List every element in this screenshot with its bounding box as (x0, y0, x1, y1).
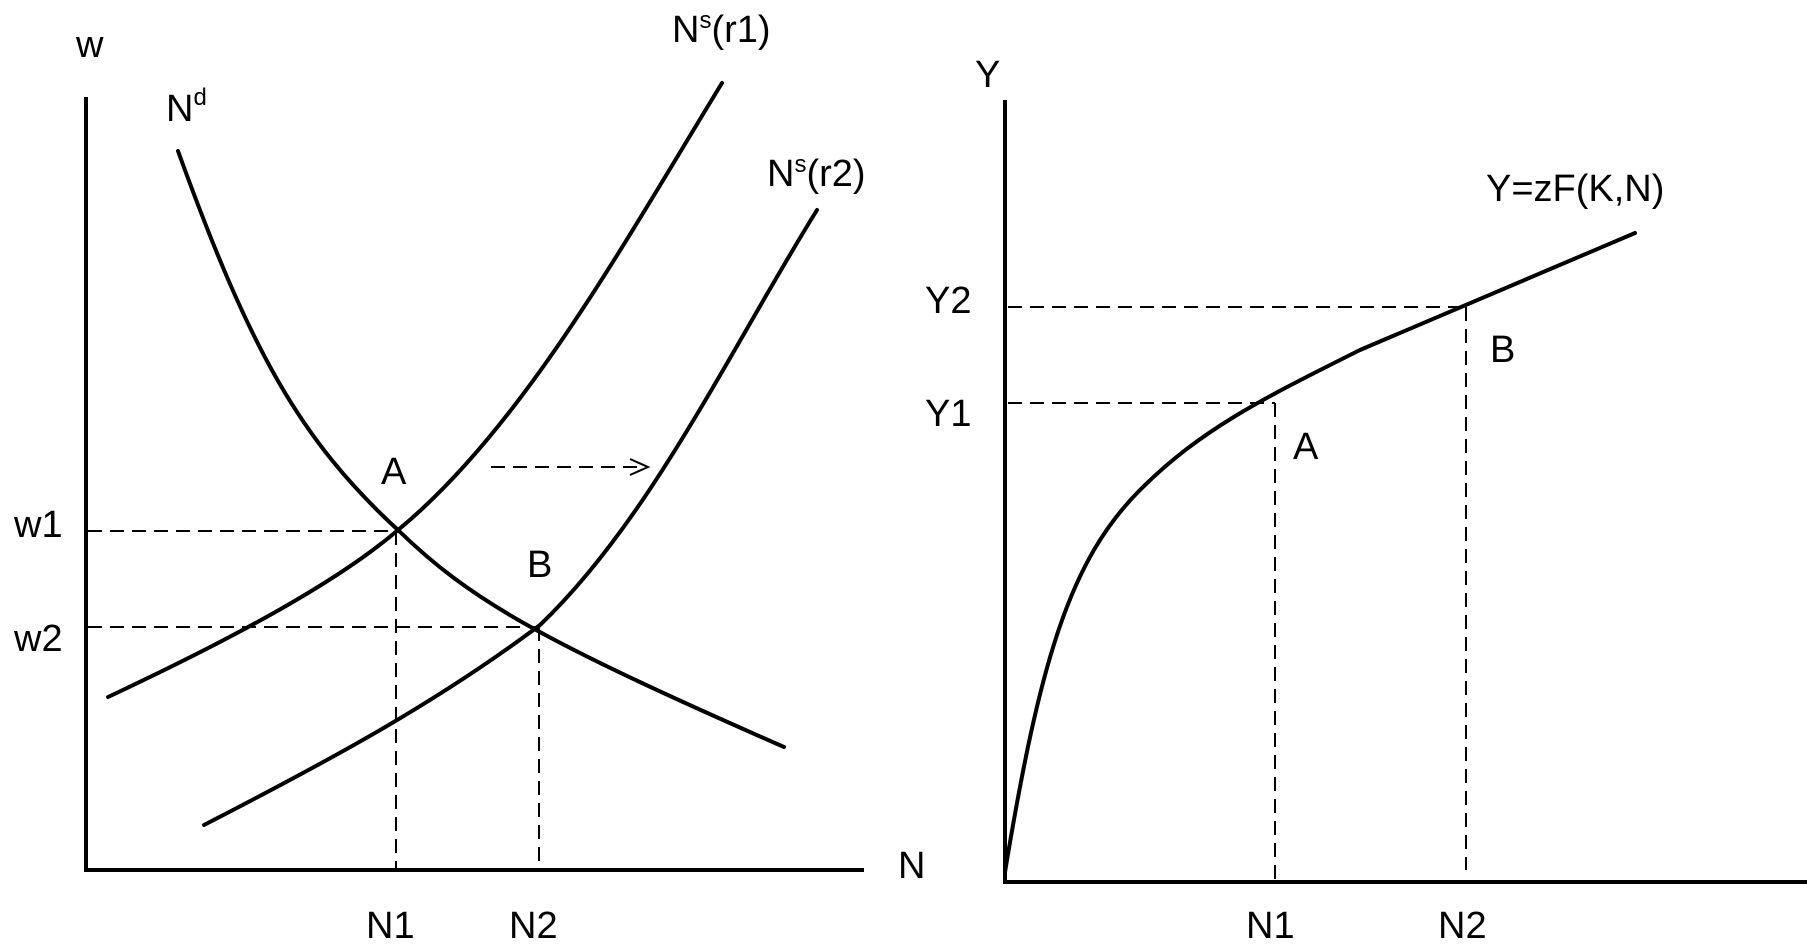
labor-supply-r2-label-superscript: s (794, 151, 806, 178)
w2-label: w2 (13, 618, 63, 660)
y1-label: Y1 (925, 393, 971, 435)
labor-supply-r1-label: Ns(r1) (672, 7, 771, 51)
labor-supply-r2-label: Ns(r2) (767, 151, 866, 195)
production-function-curve (1003, 231, 1637, 874)
left-n2-label: N2 (509, 905, 558, 944)
left-x-axis-label: N (898, 845, 925, 887)
labor-supply-r2-label-base: N (767, 153, 794, 195)
labor-demand-label: Nd (166, 84, 207, 130)
labor-supply-r2-label-suffix: (r2) (806, 153, 865, 195)
y2-label: Y2 (925, 280, 971, 322)
right-diagram: Y Y=zF(K,N) A B Y2 Y1 N1 N2 (925, 54, 1807, 944)
right-n1-label: N1 (1246, 905, 1295, 944)
left-n1-label: N1 (366, 905, 415, 944)
right-point-b-label: B (1490, 329, 1515, 371)
left-point-a-label: A (381, 451, 407, 493)
left-y-axis-label: w (75, 24, 104, 66)
right-point-a-label: A (1293, 426, 1319, 468)
right-n2-label: N2 (1438, 905, 1487, 944)
labor-demand-label-base: N (166, 88, 193, 130)
production-function-label: Y=zF(K,N) (1486, 168, 1664, 210)
labor-supply-r1-label-superscript: s (699, 7, 711, 34)
w1-label: w1 (13, 504, 63, 546)
right-y-axis-label: Y (975, 54, 1000, 96)
labor-supply-r1-label-base: N (672, 9, 699, 51)
labor-supply-curve-r1 (106, 81, 724, 699)
labor-supply-curve-r2 (202, 208, 819, 827)
left-diagram: w N Nd Ns(r1) Ns(r2) A B w1 w2 N1 N2 (13, 7, 925, 944)
shift-arrow-head-icon (629, 458, 651, 476)
labor-supply-r1-label-suffix: (r1) (711, 9, 770, 51)
left-point-b-label: B (527, 544, 552, 586)
labor-demand-label-superscript: d (193, 84, 206, 111)
